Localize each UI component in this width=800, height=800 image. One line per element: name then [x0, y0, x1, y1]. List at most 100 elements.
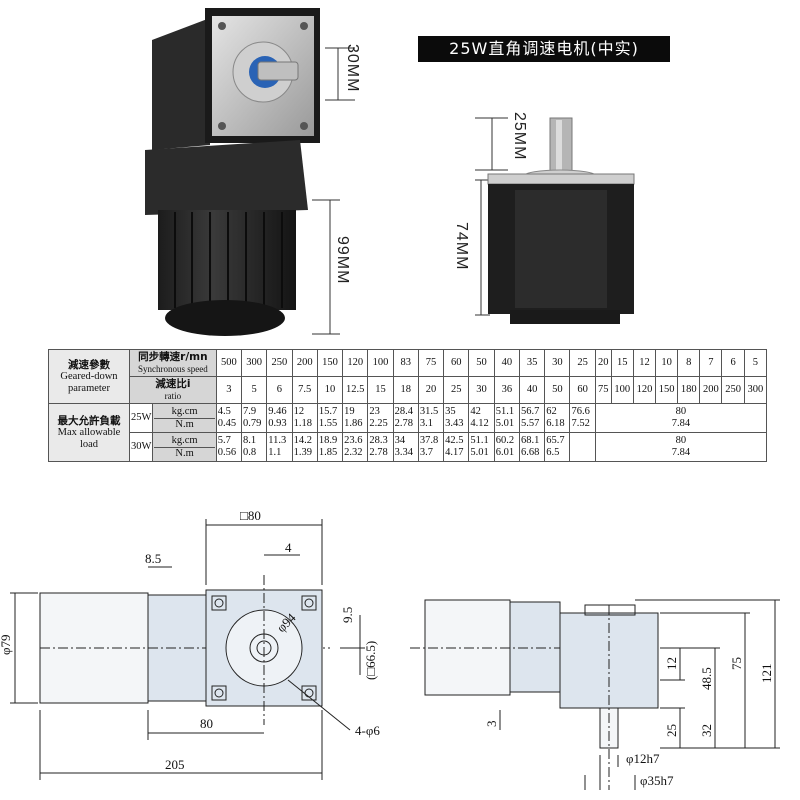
dim-square-80: □80	[240, 508, 261, 523]
unit-cell-30w: kg.cm N.m	[152, 432, 217, 462]
speed-cell: 25	[569, 349, 596, 377]
ratio-cell: 150	[655, 376, 679, 404]
ratio-cell: 50	[544, 376, 571, 404]
speed-cell: 15	[610, 349, 634, 377]
ratio-cell: 100	[610, 376, 634, 404]
dim-32: 32	[699, 724, 714, 737]
speed-cell: 30	[544, 349, 571, 377]
ratio-cell: 250	[721, 376, 745, 404]
speed-cell: 12	[632, 349, 657, 377]
load-kgcm: 23	[369, 406, 380, 417]
ratio-cell: 30	[468, 376, 495, 404]
load-kgcm: 28.3	[369, 435, 388, 446]
load-nm: 0.56	[217, 447, 237, 458]
load-kgcm: 62	[546, 406, 557, 417]
load-nm: 6.68	[520, 447, 540, 458]
load-kgcm: 51.1	[495, 406, 515, 417]
load-kgcm: 18.9	[318, 435, 338, 446]
load-kgcm: 37.8	[419, 435, 439, 446]
load-kgcm: 35	[445, 406, 456, 417]
unit-nm: N.m	[175, 418, 194, 430]
ratio-cell: 6	[266, 376, 293, 404]
load-kgcm: 4.5	[217, 406, 231, 417]
load-kgcm: 34	[394, 435, 406, 446]
unit-kgcm: kg.cm	[154, 435, 215, 448]
dim-4-holes: 4-φ6	[355, 723, 380, 738]
load-nm: 4.12	[470, 418, 489, 429]
speed-cell: 250	[266, 349, 293, 377]
load-nm: 1.55	[318, 418, 338, 429]
dim-phi12h7: φ12h7	[626, 751, 660, 766]
load-kgcm: 51.1	[470, 435, 489, 446]
dim-80: 80	[200, 716, 213, 731]
speed-cell: 75	[417, 349, 445, 377]
power-25w: 25W	[128, 403, 154, 433]
load-kgcm: 14.2	[293, 435, 312, 446]
speed-cell: 8	[677, 349, 701, 377]
load-row-25w: 最大允許負載 Max allowable load 25W kg.cm N.m …	[48, 403, 768, 462]
load-nm: 7.52	[571, 418, 590, 429]
product-title: 25W直角调速电机(中实)	[418, 36, 670, 62]
load-nm: 3.43	[445, 418, 464, 429]
load-value-cell	[569, 432, 596, 462]
dim-205: 205	[165, 757, 185, 772]
load-kgcm: 19	[344, 406, 355, 417]
speed-cell: 100	[367, 349, 394, 377]
load-kgcm: 23.6	[344, 435, 363, 446]
ratio-cell: 120	[632, 376, 657, 404]
load-nm: 2.32	[344, 447, 363, 458]
ratio-cell: 18	[392, 376, 419, 404]
sync-speed-en: Synchronous speed	[138, 364, 208, 374]
speed-cell: 20	[594, 349, 612, 377]
load-nm: 5.01	[495, 418, 515, 429]
load-kgcm: 60.2	[495, 435, 515, 446]
max-load-en: Max allowable load	[57, 426, 121, 450]
load-kgcm: 42	[470, 406, 481, 417]
load-nm: 5.01	[470, 447, 489, 458]
load-kgcm: 9.46	[268, 406, 287, 417]
ratio-cell: 10	[316, 376, 344, 404]
ratio-cell: 36	[493, 376, 520, 404]
load-nm: 3.1	[419, 418, 434, 429]
load-kgcm: 12	[293, 406, 305, 417]
max-load-cell: 最大允許負載 Max allowable load	[48, 403, 130, 462]
speed-cell: 150	[316, 349, 344, 377]
dim-label-30mm: 30MM	[344, 44, 361, 93]
ratio-cell: 12.5	[342, 376, 369, 404]
ratio-cell: 40	[518, 376, 546, 404]
ratio-cn: 減速比i	[155, 378, 191, 390]
load-nm: 0.45	[217, 418, 237, 429]
load-nm: 6.01	[495, 447, 515, 458]
dim-66-5: (□66.5)	[363, 641, 378, 680]
load-kgcm: 11.3	[268, 435, 287, 446]
dim-9-5: 9.5	[340, 607, 355, 623]
speed-cell: 7	[699, 349, 723, 377]
dim-label-25mm: 25MM	[511, 112, 528, 161]
load-max-nm: 7.84	[671, 447, 691, 458]
speed-cell: 83	[392, 349, 419, 377]
load-kgcm: 68.1	[520, 435, 540, 446]
load-nm: 1.86	[344, 418, 363, 429]
load-nm: 2.78	[369, 447, 388, 458]
ratio-cell: 300	[743, 376, 768, 404]
ratio-cell: 7.5	[291, 376, 318, 404]
load-max-kgcm: 80	[675, 406, 687, 417]
dim-phi35h7: φ35h7	[640, 773, 674, 788]
load-max-nm: 7.84	[671, 418, 691, 429]
speed-cell: 200	[291, 349, 318, 377]
